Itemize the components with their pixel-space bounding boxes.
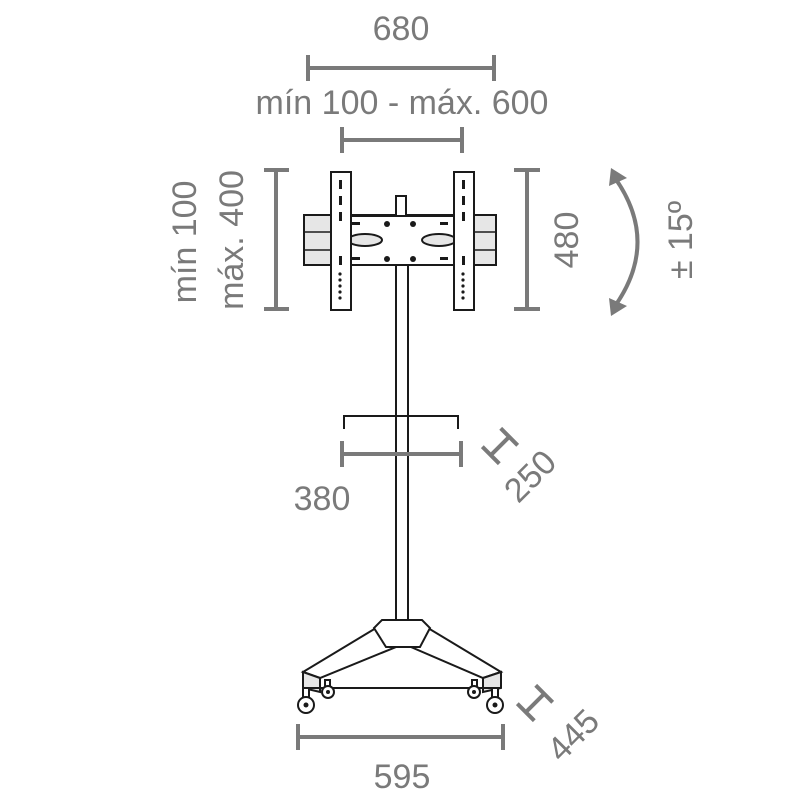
vesa-horizontal-label: mín 100 - máx. 600 [256,84,549,122]
base-depth-label: 445 [540,702,607,769]
caster-front-right [486,687,504,714]
base-width-dimension: 595 [296,724,505,796]
vesa-vertical-dimension: mín 100 máx. 400 [166,168,289,311]
vesa-vertical-max-label: máx. 400 [213,170,251,310]
overall-width-label: 680 [373,10,430,48]
tilt-indicator: ± 15º [609,168,700,316]
caster-front-left [297,687,315,714]
overall-width-dimension: 680 [306,10,496,81]
pole [395,264,409,624]
tilt-label: ± 15º [662,201,700,279]
shelf-depth-label: 250 [497,443,564,510]
tilt-arrow-down-icon [609,298,627,316]
caster-back-left [321,679,335,699]
caster-back-right [467,679,481,699]
shelf [343,415,459,429]
shelf-width-dimension: 380 [294,441,463,518]
tv-bracket [303,171,497,311]
vesa-horizontal-dimension: mín 100 - máx. 600 [256,84,549,153]
base-width-label: 595 [374,758,431,796]
shelf-width-label: 380 [294,480,351,518]
vesa-vertical-min-label: mín 100 [166,181,204,304]
tilt-arrow-up-icon [609,168,627,186]
bracket-height-dimension: 480 [514,168,586,311]
base-depth-dimension: 445 [515,683,607,769]
bracket-height-label: 480 [548,212,586,269]
base [300,619,504,694]
shelf-depth-dimension: 250 [480,426,564,510]
